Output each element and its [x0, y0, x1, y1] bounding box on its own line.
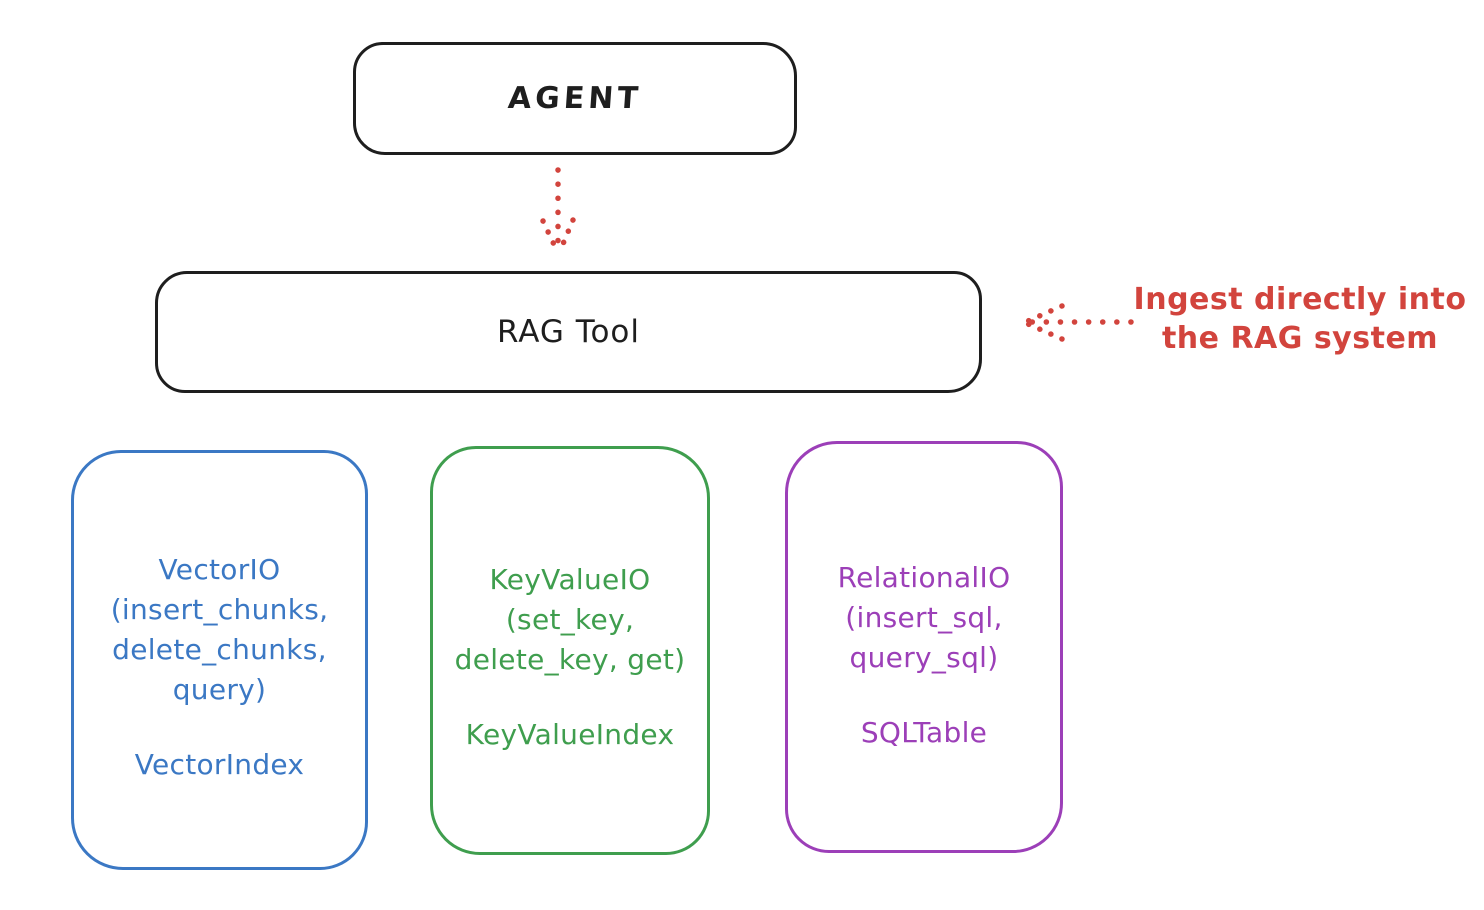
ingest-annotation: Ingest directly into the RAG system: [1125, 280, 1475, 358]
rag-tool-label: RAG Tool: [496, 314, 641, 350]
vector-index-label: VectorIndex: [134, 748, 305, 781]
agent-to-ragtool-arrow: [540, 167, 576, 255]
sqltable-label: SQLTable: [860, 716, 988, 749]
relational-io-line: RelationalIO: [837, 561, 1011, 594]
vector-io-line: VectorIO: [158, 553, 281, 586]
agent-box: AGENT: [353, 42, 797, 155]
keyvalue-io-line: KeyValueIO: [489, 563, 651, 596]
rag-tool-box: RAG Tool: [155, 271, 982, 393]
keyvalue-index-label: KeyValueIndex: [465, 718, 675, 751]
ingest-annotation-line1: Ingest directly into: [1133, 282, 1467, 317]
relational-io-line: (insert_sql,: [845, 601, 1003, 634]
agent-label: AGENT: [506, 81, 644, 116]
keyvalue-io-line: delete_key, get): [454, 643, 686, 676]
vector-io-box: VectorIO (insert_chunks, delete_chunks, …: [71, 450, 368, 870]
ingest-annotation-line2: the RAG system: [1161, 321, 1439, 356]
vector-io-line: delete_chunks,: [112, 633, 327, 666]
keyvalue-io-box: KeyValueIO (set_key, delete_key, get) Ke…: [430, 446, 710, 855]
relational-io-line: query_sql): [849, 641, 999, 674]
ingest-to-ragtool-arrow: [1025, 303, 1134, 342]
vector-io-line: (insert_chunks,: [110, 593, 329, 626]
vector-io-line: query): [172, 673, 267, 706]
relational-io-box: RelationalIO (insert_sql, query_sql) SQL…: [785, 441, 1063, 853]
keyvalue-io-line: (set_key,: [505, 603, 635, 636]
